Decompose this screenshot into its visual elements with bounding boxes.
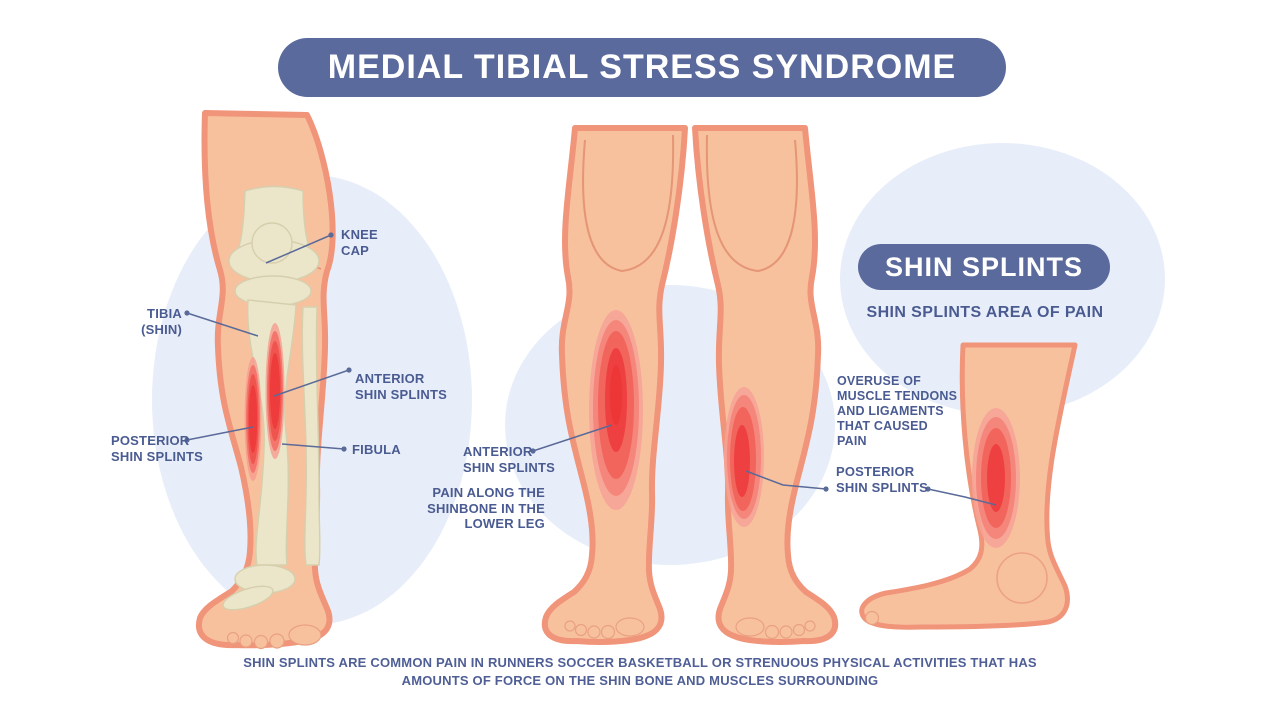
label-anterior-shin-splints-left: ANTERIOR SHIN SPLINTS — [355, 371, 447, 402]
left-leg-toes — [226, 624, 322, 650]
anterior-pain-area — [265, 323, 285, 459]
posterior-pain-area-side — [972, 408, 1020, 548]
foot-bones — [222, 585, 274, 611]
side-foot-toe — [864, 610, 880, 626]
label-anterior-shin-splints-middle: ANTERIOR SHIN SPLINTS — [463, 444, 555, 475]
shin-splints-badge: SHIN SPLINTS — [858, 244, 1110, 290]
badge-text: SHIN SPLINTS — [884, 251, 1084, 282]
area-of-pain-subtitle: SHIN SPLINTS AREA OF PAIN — [866, 304, 1104, 321]
title-banner: MEDIAL TIBIAL STRESS SYNDROME — [278, 38, 1006, 97]
middle-legs-figure — [505, 105, 850, 655]
posterior-pain-area — [244, 357, 262, 481]
label-fibula: FIBULA — [352, 442, 401, 457]
label-tibia-shin: TIBIA (SHIN) — [141, 306, 182, 337]
label-posterior-shin-splints-right: POSTERIOR SHIN SPLINTS — [836, 464, 928, 495]
label-posterior-shin-splints-left: POSTERIOR SHIN SPLINTS — [111, 433, 203, 464]
tibia-plateau-bone — [234, 275, 312, 307]
label-pain-along-shinbone: PAIN ALONG THE SHINBONE IN THE LOWER LEG — [427, 485, 545, 531]
side-view-leg-figure — [859, 342, 1078, 630]
knee-cap-bone — [251, 222, 293, 264]
fibula-bone — [301, 306, 321, 566]
ankle-bump-line — [996, 552, 1048, 604]
anterior-pain-area-large — [589, 310, 643, 510]
label-knee-cap: KNEE CAP — [341, 227, 378, 258]
label-overuse-note: OVERUSE OF MUSCLE TENDONS AND LIGAMENTS … — [837, 374, 958, 448]
side-leg-skin — [859, 342, 1078, 630]
page-title: MEDIAL TIBIAL STRESS SYNDROME — [327, 48, 957, 86]
bottom-caption: SHIN SPLINTS ARE COMMON PAIN IN RUNNERS … — [243, 655, 1037, 688]
posterior-pain-area-back — [724, 387, 764, 527]
